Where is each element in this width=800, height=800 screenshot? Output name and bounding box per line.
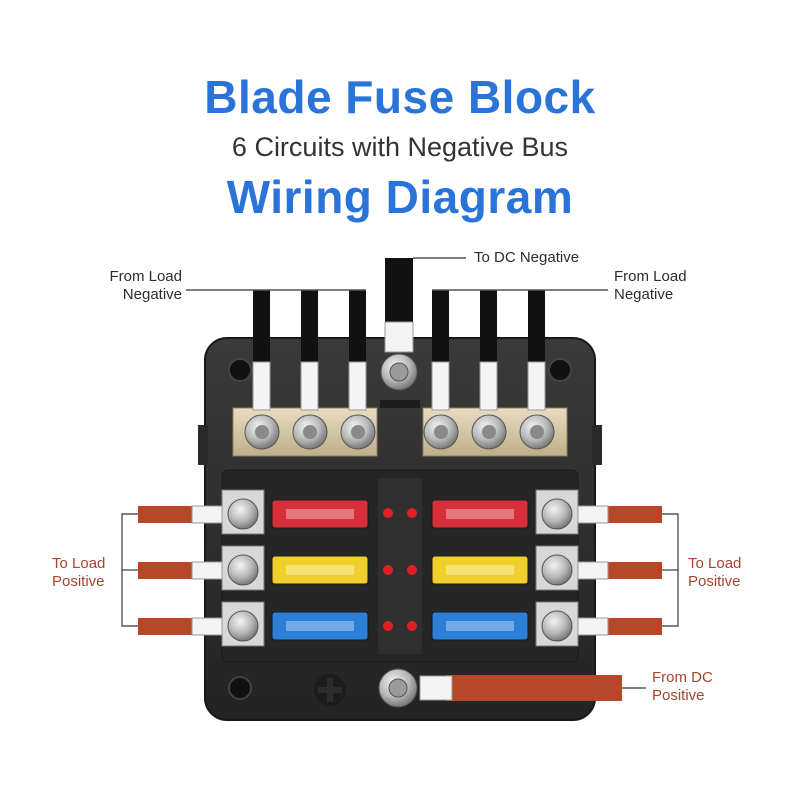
fuse-element: [446, 565, 514, 575]
load-positive-wires: [138, 505, 662, 636]
label-from-load-negative-right: From Load Negative: [614, 268, 687, 303]
fuse-left-1-red: [271, 499, 369, 529]
fuse-element: [286, 509, 354, 519]
fuse-right-2-yellow: [431, 555, 529, 585]
fuse-element: [446, 509, 514, 519]
plus-sign-icon: [314, 674, 346, 706]
fuse-element: [286, 621, 354, 631]
fuse-right-3-blue: [431, 611, 529, 641]
fuse-left-3-blue: [271, 611, 369, 641]
minus-sign-icon: [380, 400, 420, 408]
fuse-element: [286, 565, 354, 575]
label-from-load-negative-left: From Load Negative: [109, 268, 182, 303]
label-from-dc-positive: From DC Positive: [652, 669, 713, 704]
fuse-element: [446, 621, 514, 631]
dc-positive-wire: [378, 668, 622, 708]
dc-negative-wire: [384, 258, 414, 353]
label-to-load-positive-left: To Load Positive: [52, 555, 106, 590]
diagram-subtitle: 6 Circuits with Negative Bus: [231, 132, 569, 162]
diagram-title: Blade Fuse Block: [204, 71, 596, 123]
label-to-load-positive-right: To Load Positive: [688, 555, 742, 590]
negative-bus-screws: [244, 353, 555, 450]
led-indicators: [383, 508, 417, 631]
fuse-right-1-red: [431, 499, 529, 529]
leader-lines: [121, 257, 679, 689]
fuse-left-2-yellow: [271, 555, 369, 585]
load-negative-wires: [252, 290, 546, 411]
label-to-dc-negative: To DC Negative: [474, 249, 580, 266]
blade-fuses: [271, 499, 529, 641]
diagram-heading: Wiring Diagram: [226, 171, 574, 223]
